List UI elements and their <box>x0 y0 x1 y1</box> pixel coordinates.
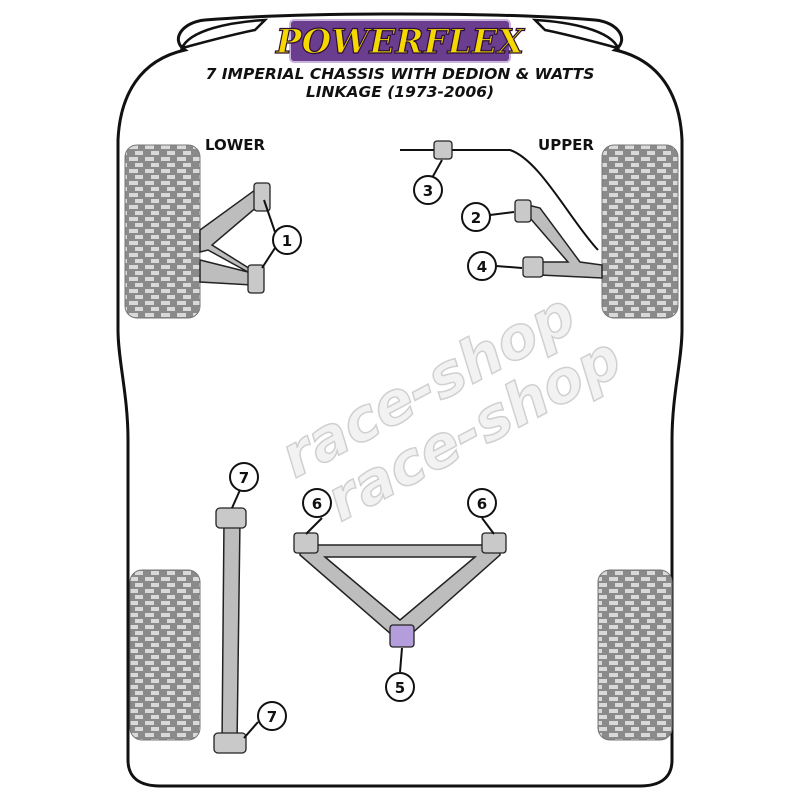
svg-text:1: 1 <box>282 232 292 250</box>
callout-1[interactable]: 1 <box>272 225 302 255</box>
svg-text:3: 3 <box>423 182 433 200</box>
svg-text:7: 7 <box>267 708 277 726</box>
bush-5-highlighted <box>389 624 415 648</box>
svg-text:6: 6 <box>312 495 322 513</box>
tyre-front-right <box>601 144 679 319</box>
callout-4[interactable]: 4 <box>467 251 497 281</box>
bush-4 <box>522 256 544 278</box>
svg-text:POWERFLEX: POWERFLEX <box>275 22 525 62</box>
title-line1: 7 IMPERIAL CHASSIS WITH DEDION & WATTS <box>206 65 595 83</box>
watts-link <box>221 519 241 746</box>
callout-7-upper[interactable]: 7 <box>229 462 259 492</box>
bush-1-lower <box>247 264 265 294</box>
tyre-rear-left <box>129 569 201 741</box>
callout-3[interactable]: 3 <box>413 175 443 205</box>
powerflex-logo: POWERFLEX <box>274 19 526 63</box>
callout-6-right[interactable]: 6 <box>467 488 497 518</box>
bush-1-upper <box>253 182 271 212</box>
bush-3 <box>433 140 453 160</box>
front-upper-wishbone <box>527 203 603 279</box>
upper-label: UPPER <box>538 136 594 154</box>
bush-6-left <box>293 532 319 554</box>
svg-text:6: 6 <box>477 495 487 513</box>
svg-text:5: 5 <box>395 679 405 697</box>
callout-6-left[interactable]: 6 <box>302 488 332 518</box>
lower-label: LOWER <box>205 136 266 154</box>
svg-text:7: 7 <box>239 469 249 487</box>
title-line2: LINKAGE (1973-2006) <box>306 83 494 101</box>
callout-7-lower[interactable]: 7 <box>257 701 287 731</box>
callout-5[interactable]: 5 <box>385 672 415 702</box>
anti-roll-bar <box>400 149 599 251</box>
bush-2 <box>514 199 532 223</box>
callout-leaders <box>231 159 523 739</box>
left-mirror <box>179 18 269 50</box>
tyre-front-left <box>124 144 201 319</box>
svg-text:4: 4 <box>477 258 487 276</box>
bush-6-right <box>481 532 507 554</box>
bush-7-upper <box>215 507 247 529</box>
tyre-rear-right <box>597 569 673 741</box>
callout-2[interactable]: 2 <box>461 202 491 232</box>
bush-7-lower <box>213 732 247 754</box>
right-mirror <box>531 18 621 50</box>
svg-text:2: 2 <box>471 209 481 227</box>
